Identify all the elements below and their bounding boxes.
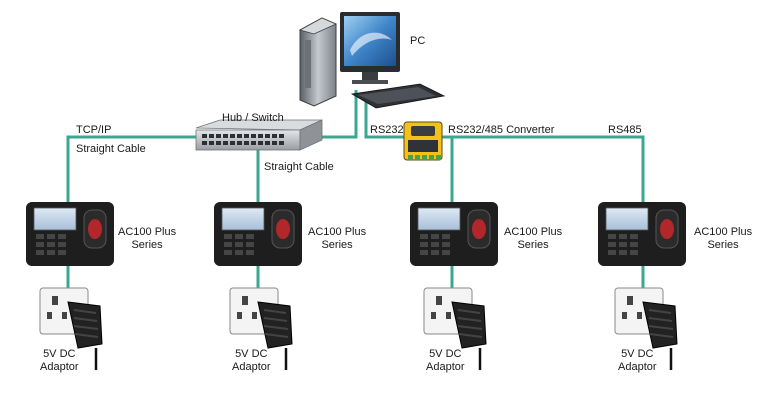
label-straight-cable-left: Straight Cable [76,143,146,155]
adaptor-2 [229,287,293,370]
rs232-485-converter [403,121,443,161]
label-pc: PC [410,35,426,47]
label-hub-switch: Hub / Switch [222,112,284,124]
device-1 [26,202,114,266]
label-rs232: RS232 [370,124,404,136]
adaptor-1 [39,287,103,370]
cable-pc-rs232 [364,100,405,139]
label-rs485: RS485 [608,124,642,136]
pc [298,12,446,109]
cable-lines [66,90,645,288]
device-2 [214,202,302,266]
label-straight-cable-mid: Straight Cable [264,161,334,173]
device-3 [410,202,498,266]
adaptor-3 [423,287,487,370]
hub-ports [202,134,284,145]
adaptor-4 [614,287,678,370]
cable-rs485-bus [442,135,645,202]
label-tcpip: TCP/IP [76,124,112,136]
hub-switch [195,119,323,151]
device-4 [598,202,686,266]
cable-tcpip [66,135,198,202]
label-converter: RS232/485 Converter [448,124,555,136]
